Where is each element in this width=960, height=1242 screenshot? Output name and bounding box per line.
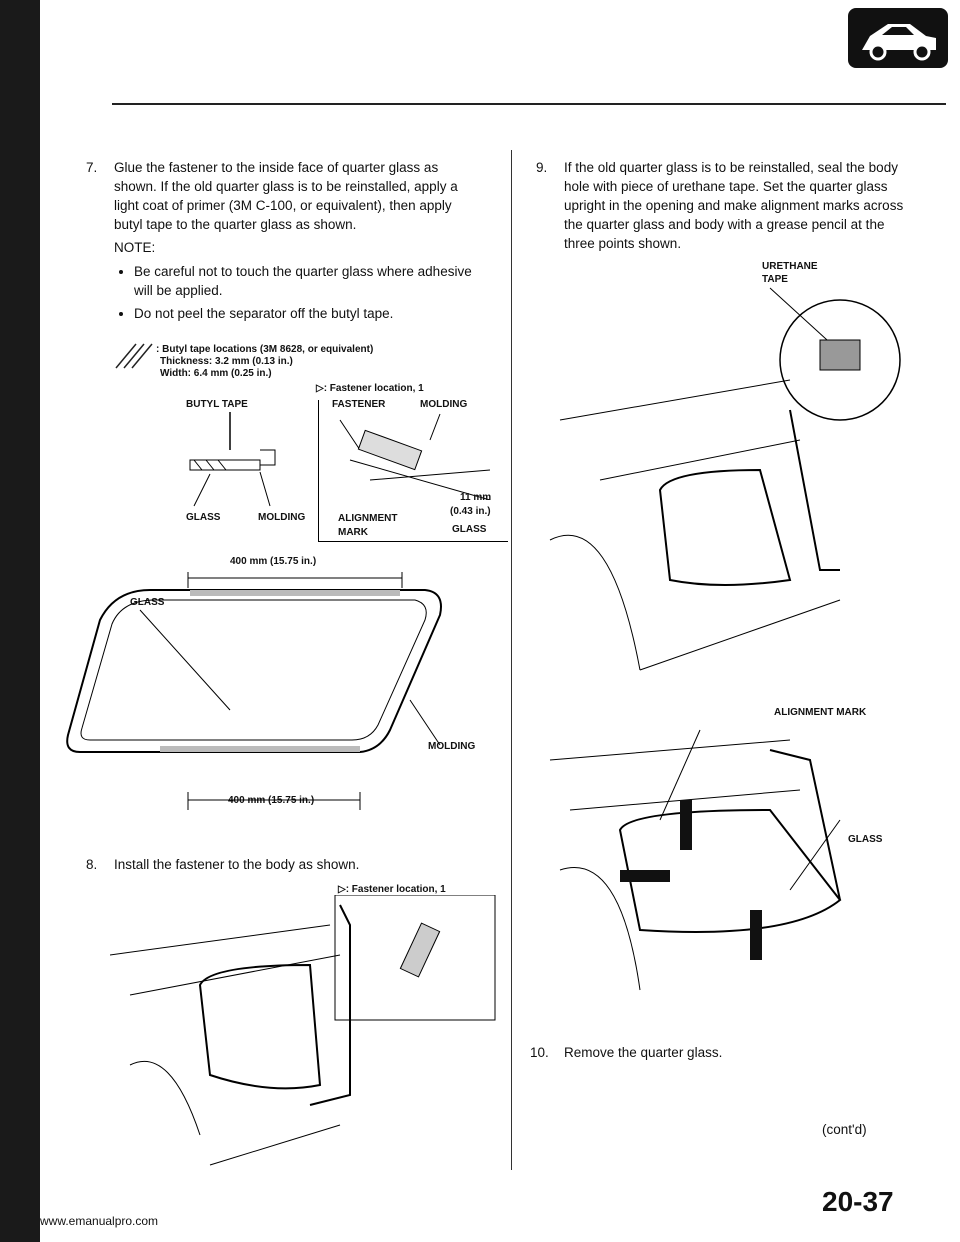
- label-glass-fig2: GLASS: [130, 597, 165, 608]
- label-urethane: URETHANE: [762, 261, 818, 272]
- header-rule: [112, 103, 946, 105]
- fig1-divider: [318, 400, 319, 542]
- fastener-legend: ▷: Fastener location, 1: [316, 383, 424, 394]
- label-molding-fig2: MOLDING: [428, 741, 476, 752]
- continued-label: (cont'd): [822, 1122, 867, 1137]
- label-mark: MARK: [338, 527, 368, 538]
- note-item: Be careful not to touch the quarter glas…: [134, 262, 494, 300]
- label-molding-2: MOLDING: [420, 399, 468, 410]
- label-alignment-mark: ALIGNMENT MARK: [774, 707, 867, 718]
- label-glass: GLASS: [186, 512, 221, 523]
- car-section-icon: [848, 8, 948, 68]
- fastener-diagram: [339, 413, 491, 500]
- step-8-text: Install the fastener to the body as show…: [114, 857, 360, 872]
- hatch-swatch-icon: [115, 343, 153, 369]
- dim-top-label: 400 mm (15.75 in.): [230, 556, 317, 567]
- step-7-number: 7.: [86, 160, 98, 175]
- quarter-glass-diagram: [66, 572, 442, 810]
- note-list: Be careful not to touch the quarter glas…: [114, 258, 494, 327]
- label-dim-043in: (0.43 in.): [450, 506, 491, 517]
- label-glass-fig5: GLASS: [848, 834, 883, 845]
- label-alignment: ALIGNMENT: [338, 513, 398, 524]
- label-glass-2: GLASS: [452, 524, 487, 535]
- label-butyl-tape: BUTYL TAPE: [186, 399, 248, 410]
- label-dim-11mm: 11 mm: [460, 492, 492, 503]
- butyl-legend-2: Thickness: 3.2 mm (0.13 in.): [160, 356, 293, 367]
- step-10-text: Remove the quarter glass.: [564, 1045, 723, 1060]
- step-9-number: 9.: [536, 160, 548, 175]
- note-label: NOTE:: [114, 240, 156, 255]
- butyl-legend-1: : Butyl tape locations (3M 8628, or equi…: [156, 344, 374, 355]
- page-number: 20-37: [822, 1186, 894, 1217]
- step-7-text: Glue the fastener to the inside face of …: [114, 160, 458, 232]
- label-fastener: FASTENER: [332, 399, 386, 410]
- alignment-mark-diagram: [549, 729, 842, 991]
- binding-edge: [0, 0, 40, 1242]
- label-tape: TAPE: [762, 274, 788, 285]
- note-item: Do not peel the separator off the butyl …: [134, 304, 494, 323]
- butyl-legend-3: Width: 6.4 mm (0.25 in.): [160, 368, 272, 379]
- fastener-location-label: ▷: Fastener location, 1: [338, 884, 446, 895]
- label-molding: MOLDING: [258, 512, 306, 523]
- step-8-number: 8.: [86, 857, 98, 872]
- source-url: www.emanualpro.com: [40, 1214, 159, 1228]
- step-10-number: 10.: [530, 1045, 549, 1060]
- fig1-bottom-rule: [318, 541, 508, 542]
- butyl-tape-diagram: [189, 412, 276, 507]
- body-fastener-diagram: [110, 895, 496, 1166]
- column-divider: [511, 150, 512, 1170]
- step-9-text: If the old quarter glass is to be reinst…: [564, 160, 904, 251]
- urethane-tape-diagram: [549, 287, 901, 671]
